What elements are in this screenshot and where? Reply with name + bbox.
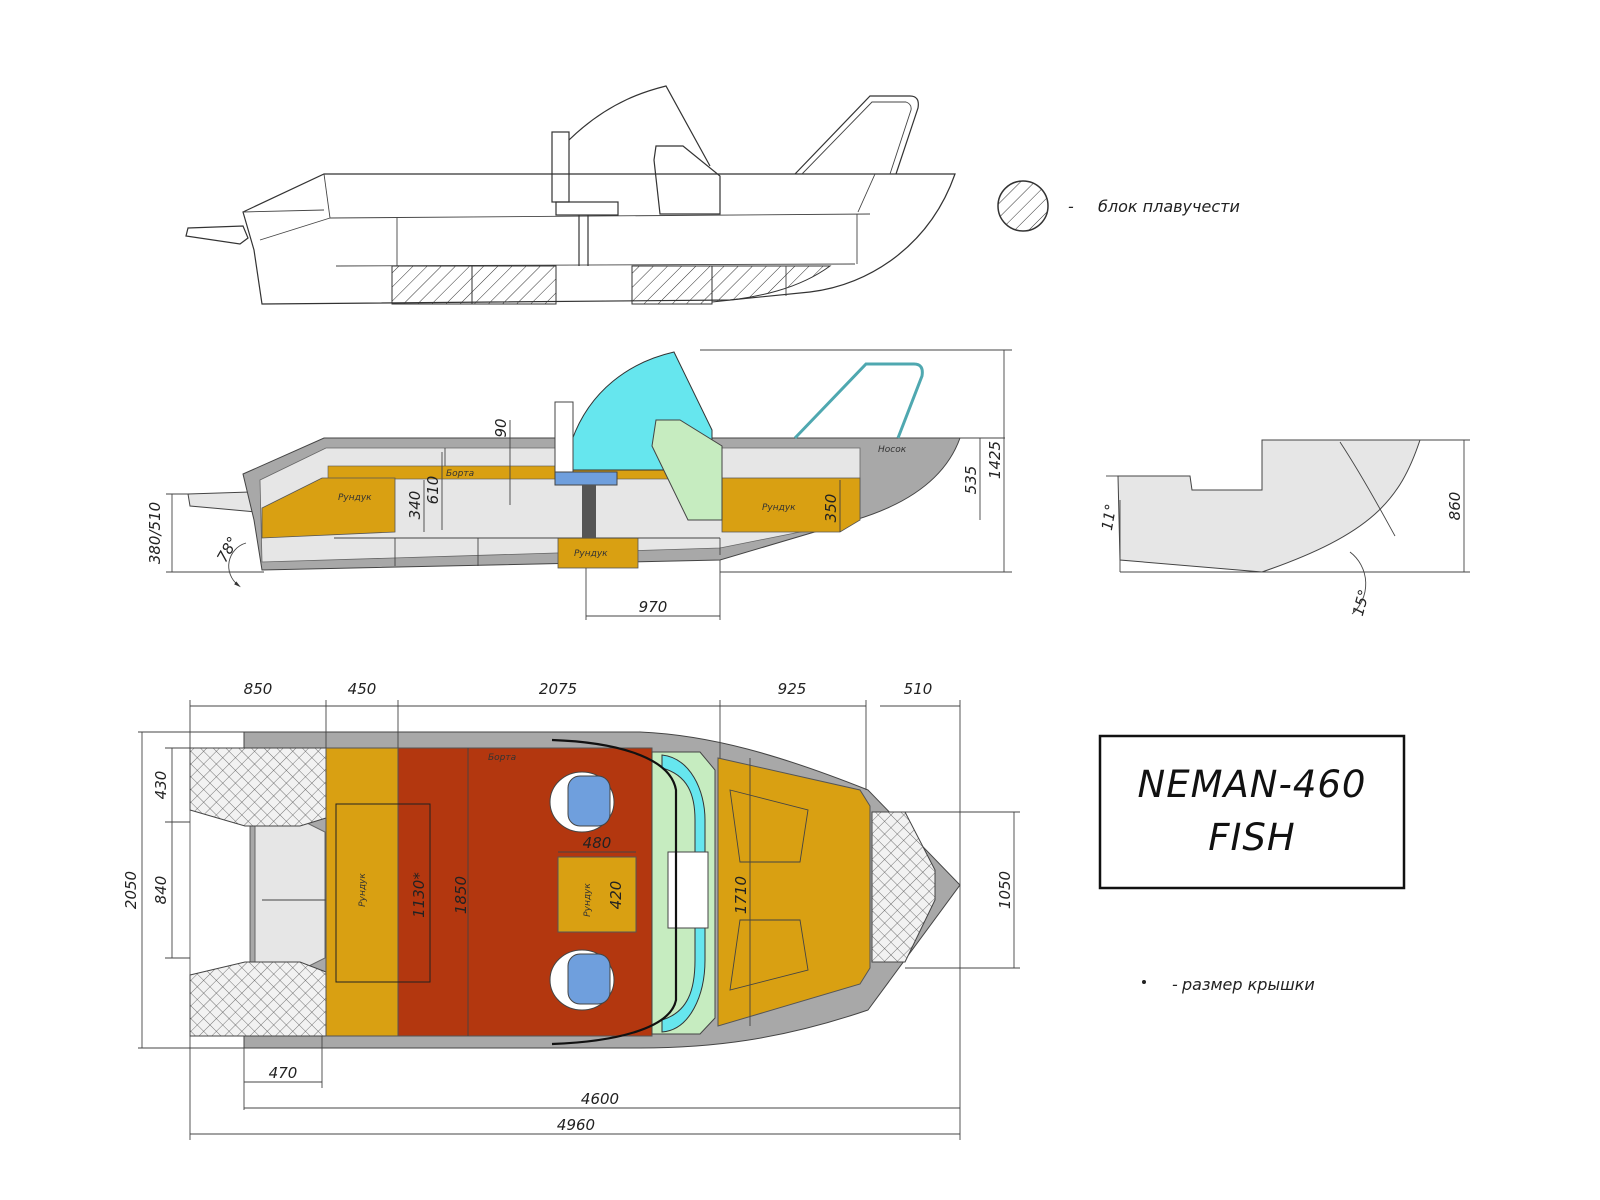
dim-1130: 1130* — [410, 872, 428, 918]
dim-430: 430 — [152, 771, 170, 800]
dim-340: 340 — [406, 491, 424, 520]
plan-view-dimensions: 850 450 2075 925 510 2050 430 840 1050 4… — [122, 680, 1020, 1140]
dim-470: 470 — [269, 1064, 298, 1082]
label-bow: Носок — [878, 445, 907, 455]
dim-925: 925 — [778, 680, 807, 698]
buoyancy-block — [711, 265, 832, 303]
dim-510: 510 — [904, 680, 933, 698]
plan-view: Рундук Рундук Борта 1130* 1850 480 420 1… — [189, 731, 961, 1049]
label-rundyk: Рундук — [762, 503, 796, 513]
side-colored-view: Рундук Рундук Рундук Борта Носок — [187, 351, 961, 571]
buoyancy-block — [471, 265, 557, 305]
dim-860: 860 — [1446, 492, 1464, 521]
dim-450: 450 — [348, 680, 377, 698]
dim-1425: 1425 — [986, 441, 1004, 479]
label-boards: Борта — [488, 753, 516, 763]
legend-buoyancy: - блок плавучести — [997, 180, 1240, 232]
dim-90: 90 — [492, 418, 510, 437]
dim-480: 480 — [583, 834, 612, 852]
side-outline-view — [185, 85, 956, 305]
dim-850: 850 — [244, 680, 273, 698]
dim-2075: 2075 — [539, 680, 577, 698]
label-rundyk: Рундук — [358, 873, 368, 907]
legend-lid: - размер крышки — [1142, 975, 1315, 994]
dim-11deg: 11° — [1098, 502, 1120, 531]
legend-buoyancy-label: блок плавучести — [1098, 197, 1240, 216]
dim-15deg: 15° — [1349, 588, 1373, 618]
title-line2: FISH — [1208, 816, 1296, 859]
dim-2050: 2050 — [122, 871, 140, 909]
dim-380-510: 380/510 — [146, 502, 164, 564]
label-rundyk: Рундук — [338, 493, 372, 503]
dim-840: 840 — [152, 876, 170, 905]
title-line1: NEMAN-460 — [1138, 763, 1367, 806]
dim-970: 970 — [639, 598, 668, 616]
label-rundyk: Рундук — [574, 549, 608, 559]
dim-1710: 1710 — [732, 876, 750, 914]
cross-section-view: 860 11° 15° — [1098, 439, 1470, 618]
legend-lid-label: размер крышки — [1181, 975, 1315, 994]
title-block: NEMAN-460 FISH — [1098, 734, 1406, 890]
dim-610: 610 — [424, 476, 442, 505]
label-boards: Борта — [446, 469, 474, 479]
dim-350: 350 — [822, 494, 840, 523]
dim-4600: 4600 — [581, 1090, 619, 1108]
dim-535: 535 — [962, 466, 980, 495]
dim-1050: 1050 — [996, 871, 1014, 909]
legend-dash: - — [1068, 197, 1074, 216]
dim-78deg: 78° — [213, 533, 242, 565]
dim-4960: 4960 — [557, 1116, 595, 1134]
buoyancy-block — [631, 265, 713, 305]
legend-lid-dash: - — [1172, 975, 1178, 994]
dim-420: 420 — [607, 881, 625, 910]
buoyancy-block — [391, 265, 473, 305]
dim-1850: 1850 — [452, 876, 470, 914]
label-rundyk: Рундук — [583, 883, 593, 917]
